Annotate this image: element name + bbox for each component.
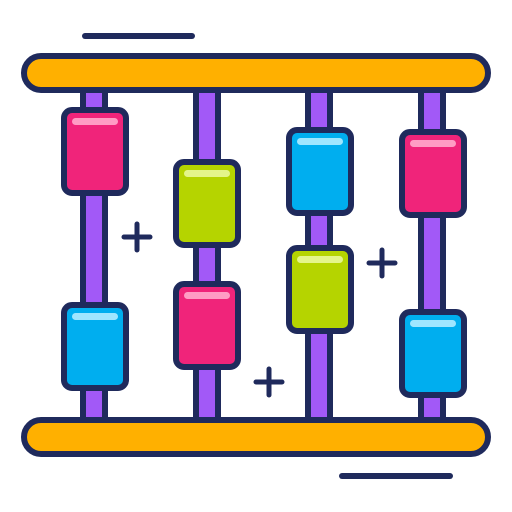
- bead-rod1-pink: [61, 107, 129, 196]
- bead-rod4-pink: [399, 129, 467, 218]
- bead-rod2-green: [173, 159, 241, 248]
- bead-rod3-blue: [286, 127, 354, 216]
- bead-rod2-pink: [173, 281, 241, 370]
- rods: [80, 77, 446, 433]
- bead-rod1-blue: [61, 302, 129, 391]
- plus-icon: [253, 366, 285, 398]
- bead-rod4-blue: [399, 309, 467, 398]
- rod-2: [193, 77, 221, 433]
- plus-icon: [366, 247, 398, 279]
- bead-rod3-green: [286, 245, 354, 334]
- frame-bottom-bar: [21, 417, 491, 457]
- frame-top-bar: [21, 53, 491, 93]
- plus-icon: [121, 221, 153, 253]
